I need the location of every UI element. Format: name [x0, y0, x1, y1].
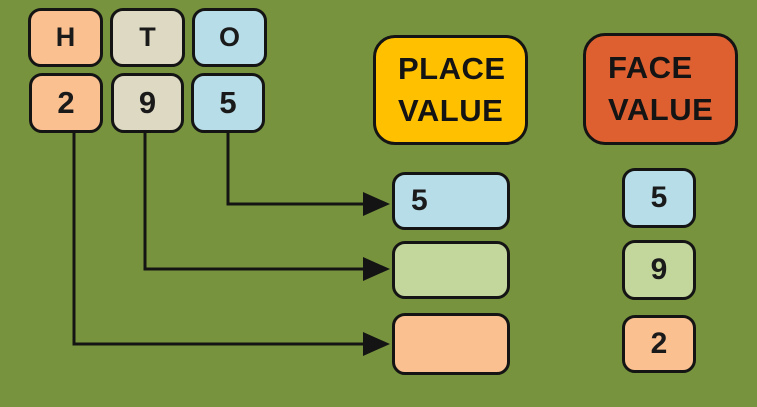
place-value-slot-tens	[392, 241, 510, 299]
face-value-title-line1: FACE	[608, 50, 693, 85]
digit-ones: 5	[191, 73, 265, 133]
face-value-tens: 9	[622, 240, 696, 300]
arrow-tens-to-place-value	[143, 133, 390, 281]
face-value-title: FACE VALUE	[583, 33, 738, 145]
place-value-title: PLACE VALUE	[373, 35, 528, 145]
digit-tens: 9	[111, 73, 184, 133]
face-value-hundreds: 2	[622, 315, 696, 373]
place-value-title-line2: VALUE	[398, 93, 504, 128]
column-header-ones: O	[192, 8, 267, 67]
arrow-ones-to-place-value	[226, 133, 390, 216]
arrow-hundreds-to-place-value	[72, 133, 390, 356]
digit-hundreds: 2	[29, 73, 103, 133]
column-header-hundreds: H	[28, 8, 103, 67]
column-header-tens: T	[110, 8, 185, 67]
place-value-title-line1: PLACE	[398, 51, 506, 86]
face-value-ones: 5	[622, 168, 696, 228]
place-value-slot-ones: 5	[392, 172, 510, 230]
face-value-title-line2: VALUE	[608, 92, 714, 127]
place-value-slot-hundreds	[392, 313, 510, 375]
